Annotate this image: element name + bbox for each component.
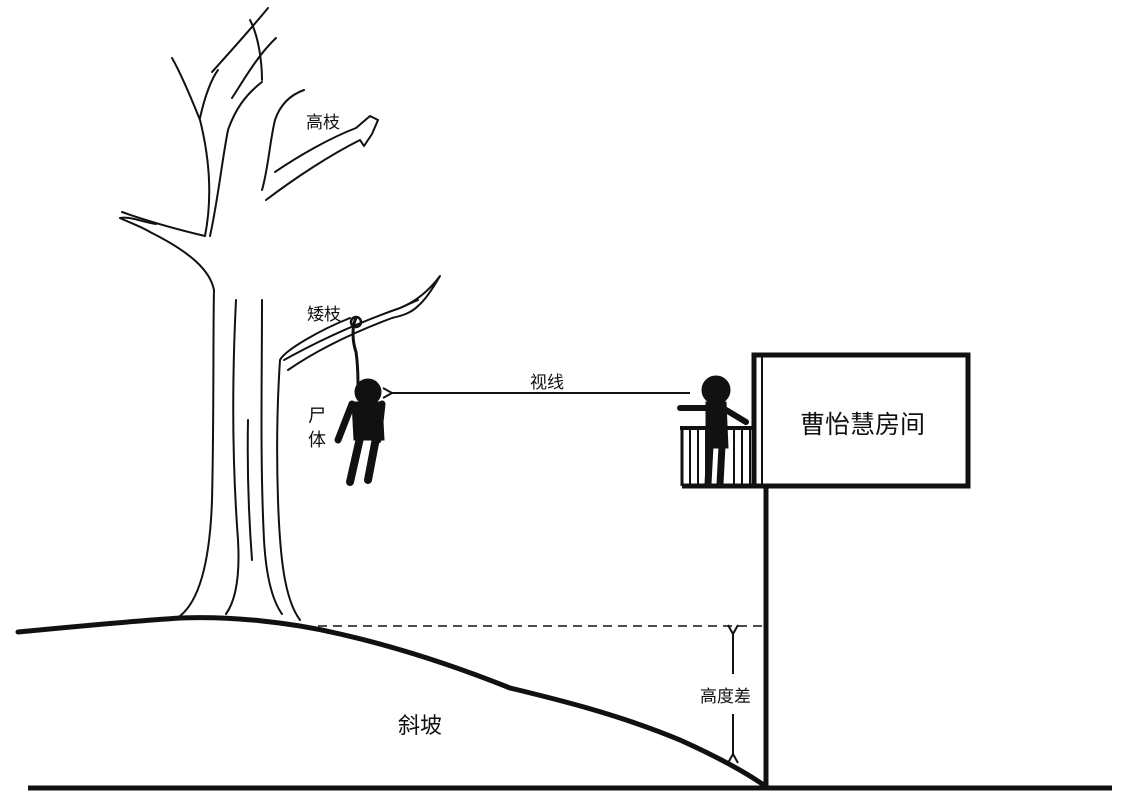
label-body-char-2: 体 (308, 430, 326, 451)
label-line-of-sight: 视线 (530, 373, 564, 393)
rope-knot (349, 315, 363, 329)
label-body-char-1: 尸 (308, 406, 326, 427)
label-low-branch: 矮枝 (307, 305, 341, 325)
hanging-figure (334, 378, 386, 486)
observer-figure (677, 375, 749, 488)
label-slope: 斜坡 (398, 714, 443, 739)
label-room: 曹怡慧房间 (800, 410, 926, 439)
label-high-branch: 高枝 (306, 113, 340, 133)
tree (119, 7, 441, 621)
label-body: 尸 体 (307, 405, 327, 453)
label-height-diff: 高度差 (698, 682, 753, 707)
slope-curve (15, 615, 771, 791)
room-box (751, 352, 971, 489)
